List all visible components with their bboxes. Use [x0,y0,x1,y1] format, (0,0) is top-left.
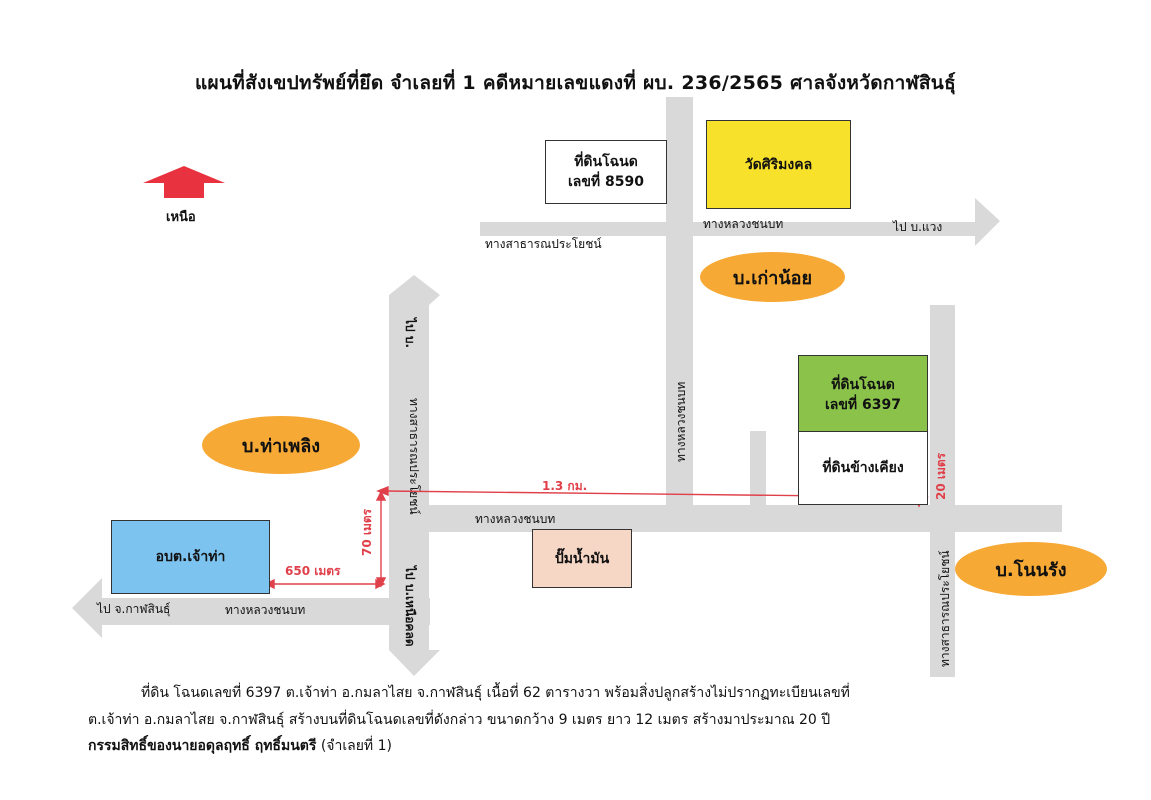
wat-sirimongkhon: วัดศิริมงคล [706,120,851,209]
village-tha-phloeng-label: บ.ท่าเพลิง [241,435,321,457]
road-left-vertical [389,275,440,676]
road-label-rural-middle: ทางหลวงชนบท [475,512,556,526]
village-kao-noi: บ.เก่าน้อย [700,252,845,302]
road-label-to-kalasin: ไป จ.กาฬสินธุ์ [97,602,171,616]
obt-chaotha: อบต.เจ้าท่า [111,520,270,594]
village-tha-phloeng: บ.ท่าเพลิง [202,416,360,474]
parcel-8590-label: ที่ดินโฉนด เลขที่ 8590 [567,154,644,190]
owner-name: กรรมสิทธิ์ของนายอดุลฤทธิ์ ฤทธิ์มนตรี [88,738,317,754]
parcel-8590: ที่ดินโฉนด เลขที่ 8590 [545,140,667,204]
description-line-3: กรรมสิทธิ์ของนายอดุลฤทธิ์ ฤทธิ์มนตรี (จำ… [88,735,392,757]
road-label-public-left: ทางสาธารณประโยชน์ [407,398,421,515]
village-non-rang: บ.โนนรัง [955,542,1107,596]
adjacent-land: ที่ดินข้างเคียง [798,431,928,505]
gas-station: ปั๊มน้ำมัน [532,529,632,588]
road-label-rural-top: ทางหลวงชนบท [703,217,784,231]
road-label-public-top: ทางสาธารณประโยชน์ [485,237,602,251]
distance-label-650m: 650 เมตร [285,564,341,578]
description-line-2: ต.เจ้าท่า อ.กมลาไสย จ.กาฬสินธุ์ สร้างบนท… [88,712,831,728]
village-kao-noi-label: บ.เก่าน้อย [732,267,813,289]
road-middle-horizontal [389,505,1062,532]
parcel-6397: ที่ดินโฉนด เลขที่ 6397 [798,355,928,434]
distance-label-1-3km: 1.3 กม. [542,479,588,493]
adjacent-land-label: ที่ดินข้างเคียง [822,460,904,476]
wat-label: วัดศิริมงคล [744,156,813,173]
obt-label: อบต.เจ้าท่า [155,549,226,565]
road-label-rural-bottom: ทางหลวงชนบท [225,603,306,617]
road-top-horizontal [480,198,1000,246]
road-label-public-right: ทางสาธารณประโยชน์ [938,550,952,667]
road-label-to-north: ไป บ. [403,318,417,349]
road-label-rural-vertical: ทางหลวงชนบท [674,381,688,462]
road-bottom-horizontal [72,578,430,638]
map-title: แผนที่สังเขปทรัพย์ที่ยึด จำเลยที่ 1 คดีห… [195,72,956,94]
road-spur [750,431,766,510]
road-top-vertical [666,97,693,507]
description-line-1: ที่ดิน โฉนดเลขที่ 6397 ต.เจ้าท่า อ.กมลาไ… [141,685,850,701]
parcel-6397-label: ที่ดินโฉนด เลขที่ 6397 [824,376,901,413]
road-right-vertical [930,305,955,677]
road-label-to-waeng: ไป บ.แวง [893,220,943,234]
distance-label-20m: 20 เมตร [934,452,948,500]
road-label-to-nuea-khot: ไป บ.เหนือคลด [403,566,417,647]
north-arrow-icon [143,166,225,198]
village-non-rang-label: บ.โนนรัง [995,559,1067,581]
defendant-note: (จำเลยที่ 1) [316,738,392,754]
distance-label-70m: 70 เมตร [360,508,374,556]
gas-station-label: ปั๊มน้ำมัน [554,550,610,567]
north-label: เหนือ [166,210,196,225]
